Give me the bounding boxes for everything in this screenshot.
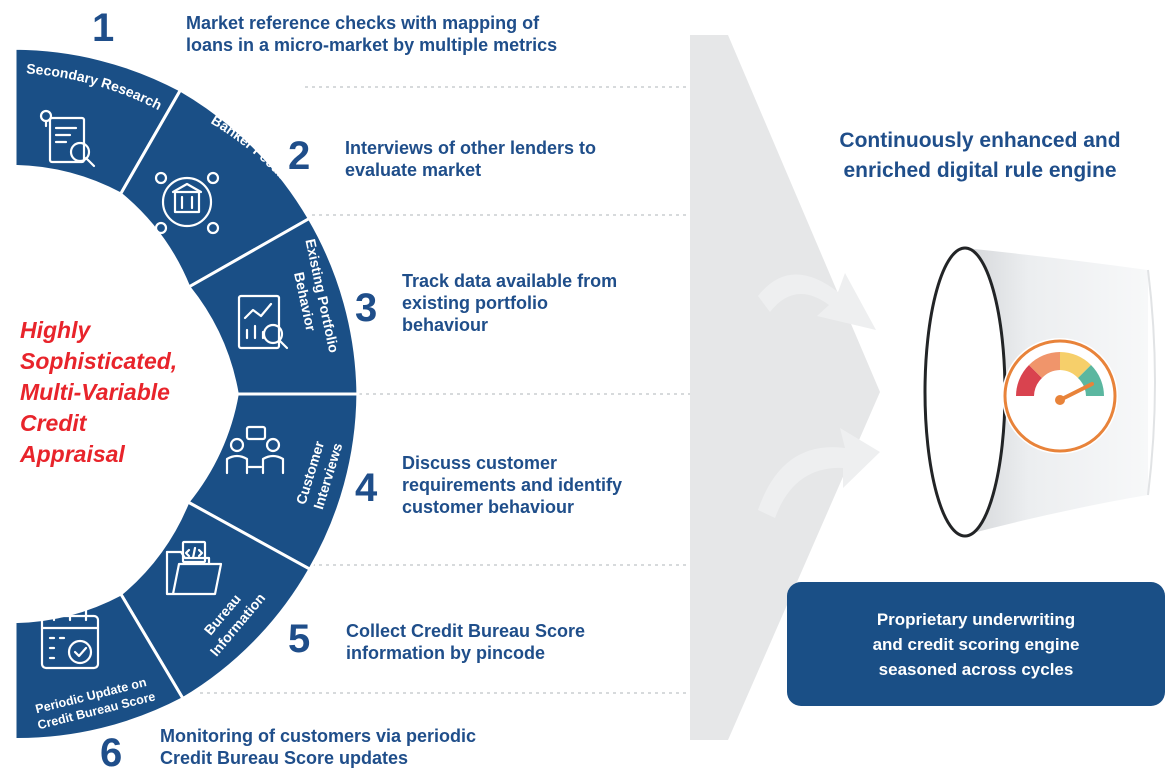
step-text-3: Track data available from existing portf… [402,271,618,335]
ring-segment-periodic-update [13,592,186,742]
cylinder-opening [923,246,1007,538]
center-title: Highly Sophisticated, Multi-Variable Cre… [20,317,178,467]
step-number-6: 6 [100,731,123,775]
speedometer-icon [1002,338,1118,454]
research-document-icon [39,109,96,168]
portfolio-chart-icon [237,294,289,350]
engine-box: Proprietary underwriting and credit scor… [787,582,1165,706]
curved-arrow-upper [758,273,876,330]
interview-icon [225,425,285,475]
step-number-2: 2 [288,134,311,178]
funnel-arrow [690,35,880,740]
step-number-4: 4 [355,466,378,510]
curved-arrow-lower [758,428,880,518]
step-number-1: 1 [92,6,115,50]
step-text-6: Monitoring of customers via periodic Cre… [160,726,477,768]
engine-box-text: Proprietary underwriting and credit scor… [872,609,1080,679]
step-text-2: Interviews of other lenders to evaluate … [345,138,597,180]
step-number-5: 5 [288,617,311,661]
calendar-check-icon [40,608,100,670]
step-number-3: 3 [355,286,378,330]
step-text-5: Collect Credit Bureau Score information … [346,621,586,663]
code-folder-icon [165,540,223,596]
ring [13,46,360,742]
dashed-separators [200,86,690,694]
step-text-4: Discuss customer requirements and identi… [402,453,623,517]
right-title: Continuously enhanced and enriched digit… [839,129,1121,182]
step-text-1: Market reference checks with mapping of … [186,13,558,55]
bank-network-icon [154,171,220,235]
